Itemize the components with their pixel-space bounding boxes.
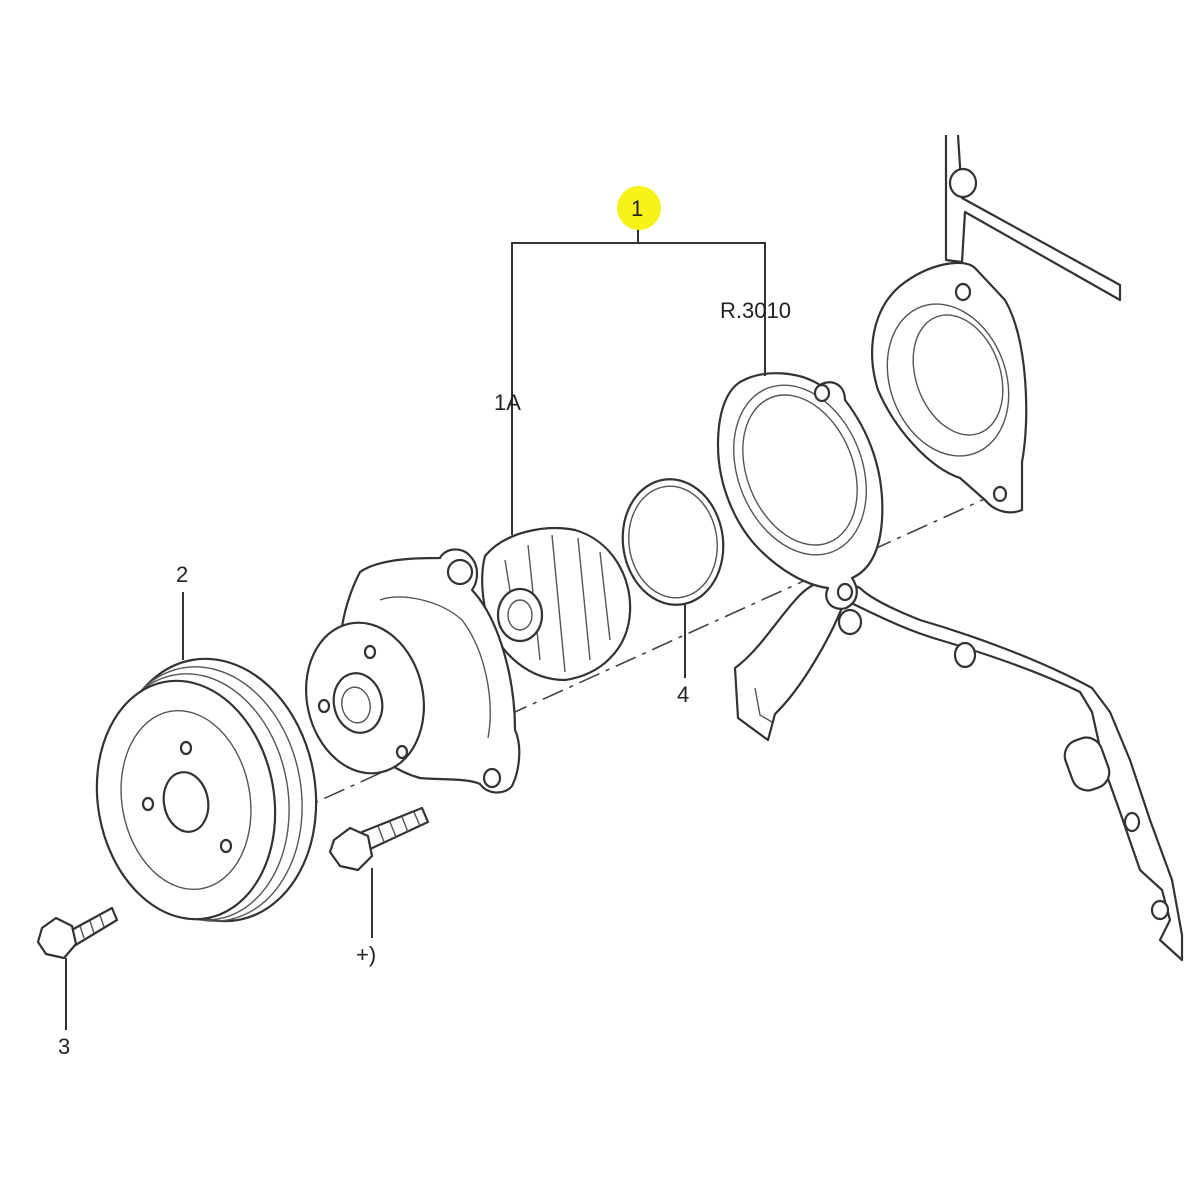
- engine-timing-cover: [733, 134, 1184, 962]
- callout-seal-ring: 4: [677, 682, 689, 707]
- assembly-bracket-leader: [511, 228, 766, 535]
- callout-assembly: 1: [631, 196, 643, 221]
- pump-mounting-bolt: [328, 806, 430, 872]
- highlight-marker: [617, 186, 661, 230]
- callout-pulley: 2: [176, 562, 188, 587]
- callout-pump-bolt: +): [356, 942, 376, 967]
- pump-housing-gasket: [716, 372, 884, 610]
- pump-pulley: [95, 657, 318, 923]
- callout-pulley-bolt: 3: [58, 1034, 70, 1059]
- callout-gasket-ref: R.3010: [720, 298, 791, 323]
- callout-pump-body: 1A: [494, 390, 521, 415]
- seal-o-ring: [621, 478, 725, 606]
- pulley-bolt: [36, 906, 119, 960]
- assembly-axis: [214, 491, 1001, 849]
- water-pump-body: [305, 527, 632, 794]
